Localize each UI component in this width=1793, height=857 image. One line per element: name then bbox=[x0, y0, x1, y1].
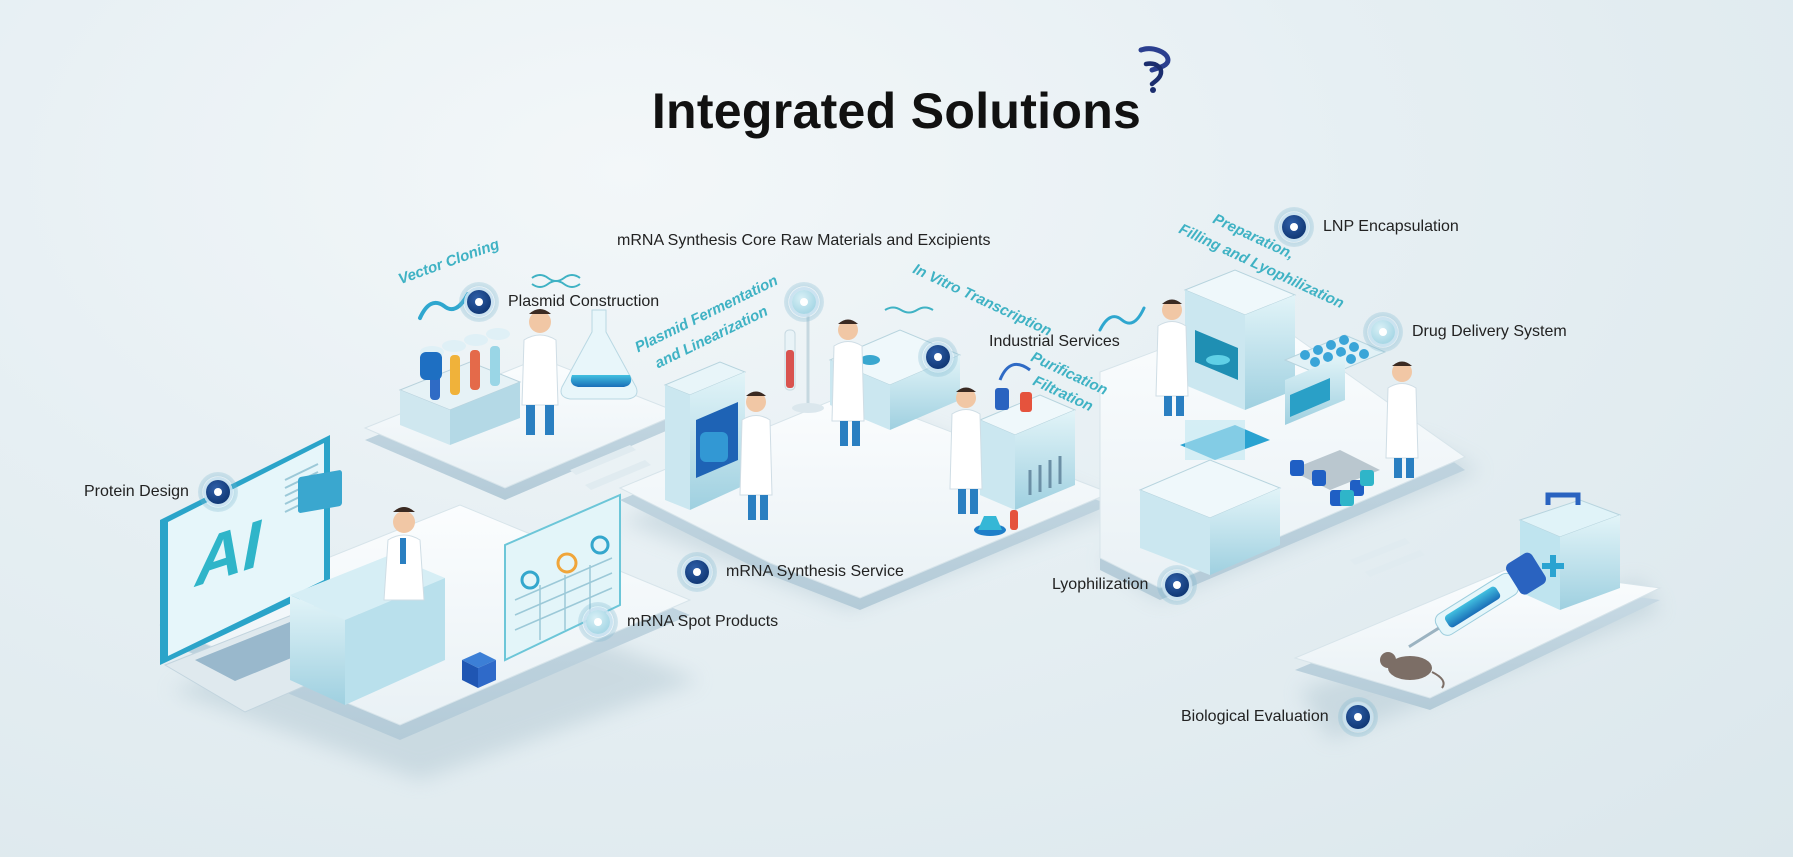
hotspot-marker-icon[interactable] bbox=[459, 282, 499, 322]
hotspot-label[interactable]: Plasmid Construction bbox=[508, 293, 660, 310]
hotspot-marker-icon[interactable] bbox=[1274, 207, 1314, 247]
hotspot-label[interactable]: mRNA Spot Products bbox=[627, 613, 779, 630]
hotspot-label-mrna-core-raw-materials[interactable]: mRNA Synthesis Core Raw Materials and Ex… bbox=[617, 232, 991, 249]
hotspot-marker-icon[interactable] bbox=[578, 602, 618, 642]
platform-plasmid-construction bbox=[363, 274, 682, 500]
hotspot-label-industrial-services[interactable]: Industrial Services bbox=[989, 333, 1120, 350]
hotspot-mrna-spot-products[interactable]: mRNA Spot Products bbox=[578, 602, 778, 642]
platform-biological-evaluation bbox=[1293, 492, 1662, 710]
hotspot-marker-icon[interactable] bbox=[1157, 565, 1198, 605]
platform-mrna-synthesis bbox=[618, 305, 1112, 610]
scientist-figure bbox=[831, 319, 865, 446]
hotspot-mrna-core-raw-materials[interactable] bbox=[784, 282, 824, 322]
hotspot-plasmid-construction[interactable]: Plasmid Construction bbox=[459, 282, 659, 322]
page-title: Integrated Solutions bbox=[651, 83, 1142, 139]
scientist-figure bbox=[739, 391, 773, 520]
hotspot-label[interactable]: LNP Encapsulation bbox=[1323, 218, 1459, 235]
hotspot-industrial-services[interactable] bbox=[918, 337, 958, 377]
hotspot-mrna-synthesis-service[interactable]: mRNA Synthesis Service bbox=[677, 552, 904, 592]
scientist-figure bbox=[383, 507, 425, 601]
hotspot-label[interactable]: Lyophilization bbox=[1052, 576, 1149, 593]
hotspot-label[interactable]: Biological Evaluation bbox=[1181, 708, 1329, 725]
hotspot-label[interactable]: Drug Delivery System bbox=[1412, 323, 1567, 340]
hotspot-marker-icon[interactable] bbox=[1363, 312, 1403, 352]
scientist-figure bbox=[949, 387, 983, 514]
brand-swirl-icon bbox=[1138, 46, 1171, 93]
hotspot-drug-delivery-system[interactable]: Drug Delivery System bbox=[1363, 312, 1567, 352]
hotspot-protein-design[interactable]: Protein Design bbox=[84, 472, 238, 512]
hotspot-biological-evaluation[interactable]: Biological Evaluation bbox=[1181, 697, 1378, 737]
platform-ai-protein-design: AI bbox=[158, 435, 692, 740]
platform-lnp-lyophilization bbox=[1098, 269, 1467, 600]
hotspot-marker-icon[interactable] bbox=[1337, 697, 1378, 737]
scientist-figure bbox=[1385, 361, 1419, 478]
hotspot-marker-icon[interactable] bbox=[197, 472, 238, 512]
scientist-figure bbox=[521, 309, 559, 435]
mouse-figure bbox=[1380, 652, 1445, 689]
hotspot-marker-icon[interactable] bbox=[918, 337, 958, 377]
hotspot-label[interactable]: mRNA Synthesis Service bbox=[726, 563, 904, 580]
scientist-figure bbox=[1155, 299, 1189, 416]
hotspot-marker-icon[interactable] bbox=[784, 282, 824, 322]
hotspot-lyophilization[interactable]: Lyophilization bbox=[1052, 565, 1198, 605]
hotspot-label[interactable]: Protein Design bbox=[84, 483, 189, 500]
hotspot-lnp-encapsulation[interactable]: LNP Encapsulation bbox=[1274, 207, 1459, 247]
hotspot-marker-icon[interactable] bbox=[677, 552, 717, 592]
